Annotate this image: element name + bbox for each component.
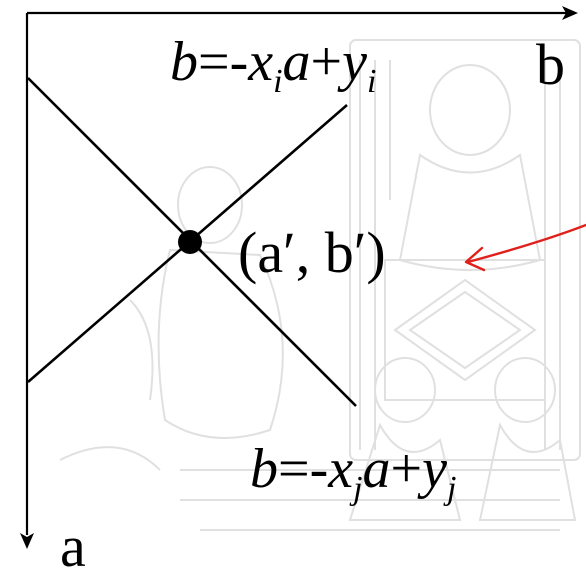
line-j-plus: +	[391, 438, 423, 500]
line-j-equation: b=-xja+yj	[250, 438, 456, 507]
intersection-label: (a′, b′)	[238, 220, 386, 285]
line-i-y-subscript: i	[367, 63, 376, 100]
line-i-x: x	[247, 31, 273, 93]
line-i-plus: +	[311, 31, 343, 93]
line-j-a: a	[363, 438, 391, 500]
axis-label-a: a	[60, 514, 86, 570]
line-i-lhs: b	[170, 31, 198, 93]
line-i-equals: =-	[198, 31, 248, 93]
line-j-lhs: b	[250, 438, 278, 500]
line-j-equals: =-	[278, 438, 328, 500]
line-i-equation: b=-xia+yi	[170, 31, 376, 100]
line-i-y: y	[337, 31, 367, 93]
line-j-x: x	[327, 438, 353, 500]
line-i-x-subscript: i	[273, 63, 282, 100]
line-i-a: a	[283, 31, 311, 93]
axis-label-b: b	[536, 32, 565, 97]
intersection-point	[178, 230, 202, 254]
line-j-y: y	[417, 438, 447, 500]
vertical-axis-arrowhead	[20, 533, 34, 549]
